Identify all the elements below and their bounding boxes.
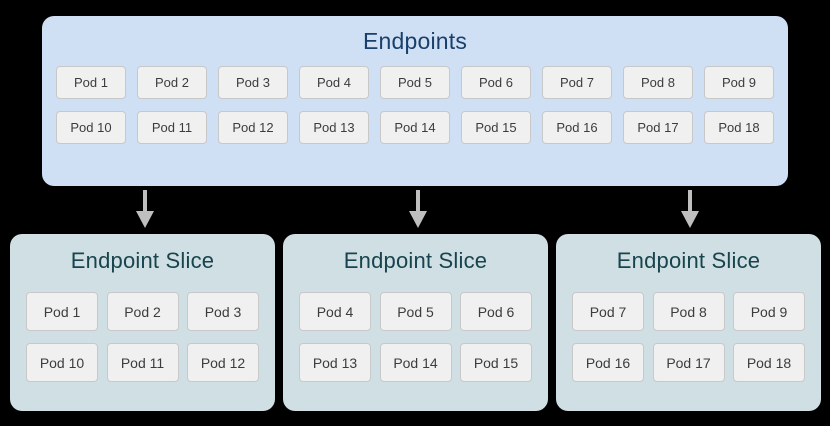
- pod-chip: Pod 10: [26, 343, 98, 382]
- endpoint-slice-title: Endpoint Slice: [616, 248, 761, 273]
- endpoint-slice-panel-3: Endpoint Slice Pod 7 Pod 8 Pod 9 Pod 16 …: [556, 234, 821, 411]
- pod-chip: Pod 17: [623, 111, 693, 144]
- pod-chip: Pod 2: [137, 66, 207, 99]
- pod-chip: Pod 2: [106, 292, 179, 331]
- pod-chip: Pod 1: [56, 66, 126, 99]
- pod-chip: Pod 7: [572, 292, 644, 331]
- arrow-down-icon: [407, 190, 429, 228]
- endpoint-slice-pod-row: Pod 7 Pod 8 Pod 9: [572, 292, 805, 331]
- pod-chip: Pod 14: [380, 111, 450, 144]
- pod-chip: Pod 15: [461, 111, 531, 144]
- endpoints-pod-row: Pod 1 Pod 2 Pod 3 Pod 4 Pod 5 Pod 6 Pod …: [56, 66, 774, 99]
- endpoint-slice-pod-grid: Pod 7 Pod 8 Pod 9 Pod 16 Pod 17 Pod 18: [572, 292, 805, 382]
- pod-chip: Pod 18: [733, 343, 805, 382]
- pod-chip: Pod 6: [460, 292, 532, 331]
- pod-chip: Pod 16: [572, 343, 644, 382]
- endpoint-slice-title: Endpoint Slice: [343, 248, 488, 273]
- arrow-shaft: [688, 190, 692, 214]
- arrow-down-icon: [679, 190, 701, 228]
- endpoints-title: Endpoints: [362, 28, 468, 54]
- endpoint-slice-pod-row: Pod 4 Pod 5 Pod 6: [299, 292, 532, 331]
- arrow-down-icon: [134, 190, 156, 228]
- pod-chip: Pod 5: [380, 66, 450, 99]
- pod-chip: Pod 14: [379, 343, 452, 382]
- pod-chip: Pod 9: [704, 66, 774, 99]
- pod-chip: Pod 11: [106, 343, 179, 382]
- pod-chip: Pod 8: [623, 66, 693, 99]
- pod-chip: Pod 3: [218, 66, 288, 99]
- pod-chip: Pod 3: [187, 292, 259, 331]
- pod-chip: Pod 5: [379, 292, 452, 331]
- endpoint-slice-pod-row: Pod 16 Pod 17 Pod 18: [572, 343, 805, 382]
- endpoint-slice-pod-grid: Pod 4 Pod 5 Pod 6 Pod 13 Pod 14 Pod 15: [299, 292, 532, 382]
- pod-chip: Pod 16: [542, 111, 612, 144]
- pod-chip: Pod 12: [218, 111, 288, 144]
- arrow-shaft: [143, 190, 147, 214]
- endpoint-slice-panel-1: Endpoint Slice Pod 1 Pod 2 Pod 3 Pod 10 …: [10, 234, 275, 411]
- pod-chip: Pod 1: [26, 292, 98, 331]
- pod-chip: Pod 8: [652, 292, 725, 331]
- pod-chip: Pod 15: [460, 343, 532, 382]
- endpoints-pod-row: Pod 10 Pod 11 Pod 12 Pod 13 Pod 14 Pod 1…: [56, 111, 774, 144]
- pod-chip: Pod 18: [704, 111, 774, 144]
- endpoint-slice-pod-row: Pod 10 Pod 11 Pod 12: [26, 343, 259, 382]
- pod-chip: Pod 9: [733, 292, 805, 331]
- arrow-head: [681, 211, 699, 228]
- pod-chip: Pod 7: [542, 66, 612, 99]
- endpoint-slice-panel-2: Endpoint Slice Pod 4 Pod 5 Pod 6 Pod 13 …: [283, 234, 548, 411]
- endpoint-slice-pod-row: Pod 13 Pod 14 Pod 15: [299, 343, 532, 382]
- pod-chip: Pod 12: [187, 343, 259, 382]
- endpoint-slice-pod-grid: Pod 1 Pod 2 Pod 3 Pod 10 Pod 11 Pod 12: [26, 292, 259, 382]
- arrow-head: [409, 211, 427, 228]
- endpoints-panel: Endpoints Pod 1 Pod 2 Pod 3 Pod 4 Pod 5 …: [42, 16, 788, 186]
- pod-chip: Pod 13: [299, 111, 369, 144]
- pod-chip: Pod 13: [299, 343, 371, 382]
- pod-chip: Pod 11: [137, 111, 207, 144]
- endpoint-slice-pod-row: Pod 1 Pod 2 Pod 3: [26, 292, 259, 331]
- pod-chip: Pod 4: [299, 292, 371, 331]
- arrow-head: [136, 211, 154, 228]
- pod-chip: Pod 6: [461, 66, 531, 99]
- pod-chip: Pod 4: [299, 66, 369, 99]
- arrow-shaft: [416, 190, 420, 214]
- pod-chip: Pod 10: [56, 111, 126, 144]
- endpoints-pod-grid: Pod 1 Pod 2 Pod 3 Pod 4 Pod 5 Pod 6 Pod …: [56, 66, 774, 144]
- pod-chip: Pod 17: [652, 343, 725, 382]
- endpoint-slice-title: Endpoint Slice: [70, 248, 215, 273]
